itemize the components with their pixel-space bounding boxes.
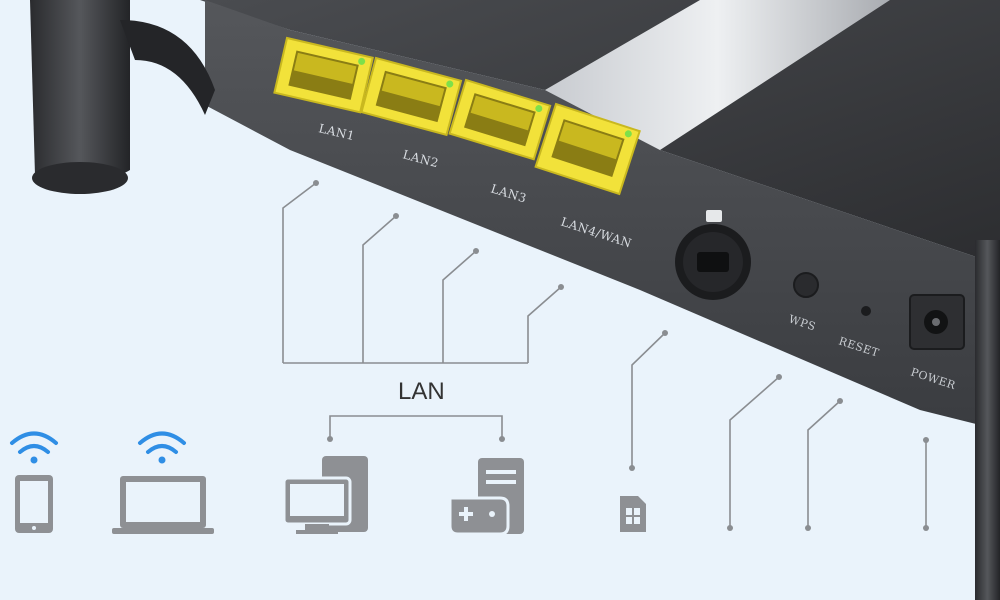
left-antennas [30,0,215,194]
game-console-icon [448,458,524,536]
lan-device-bracket [327,415,505,442]
reset-button[interactable] [861,306,871,316]
desktop-computer-icon [282,456,368,534]
lan4-wan-port[interactable] [534,102,641,196]
wifi-laptop [112,431,214,534]
ethernet-ports [273,36,641,196]
laptop-icon [112,476,214,534]
indicator-icon [706,210,722,222]
lan2-port[interactable] [360,56,463,137]
power-jack[interactable] [909,294,965,350]
usb-port[interactable] [675,224,751,300]
wifi-icon [10,431,58,464]
antenna-icon [30,0,130,194]
lan3-port[interactable] [448,78,552,161]
lan-leader-lines [282,180,564,364]
right-leader-lines [629,330,929,531]
sim-card-icon [620,496,646,532]
wifi-tablet [10,431,58,533]
lan-group-label: LAN [398,378,445,405]
wifi-icon [138,431,186,464]
lan1-port[interactable] [273,36,374,114]
antenna-icon [975,240,1000,600]
tablet-icon [15,475,53,533]
wps-button[interactable] [793,272,819,298]
silver-band [545,0,890,150]
